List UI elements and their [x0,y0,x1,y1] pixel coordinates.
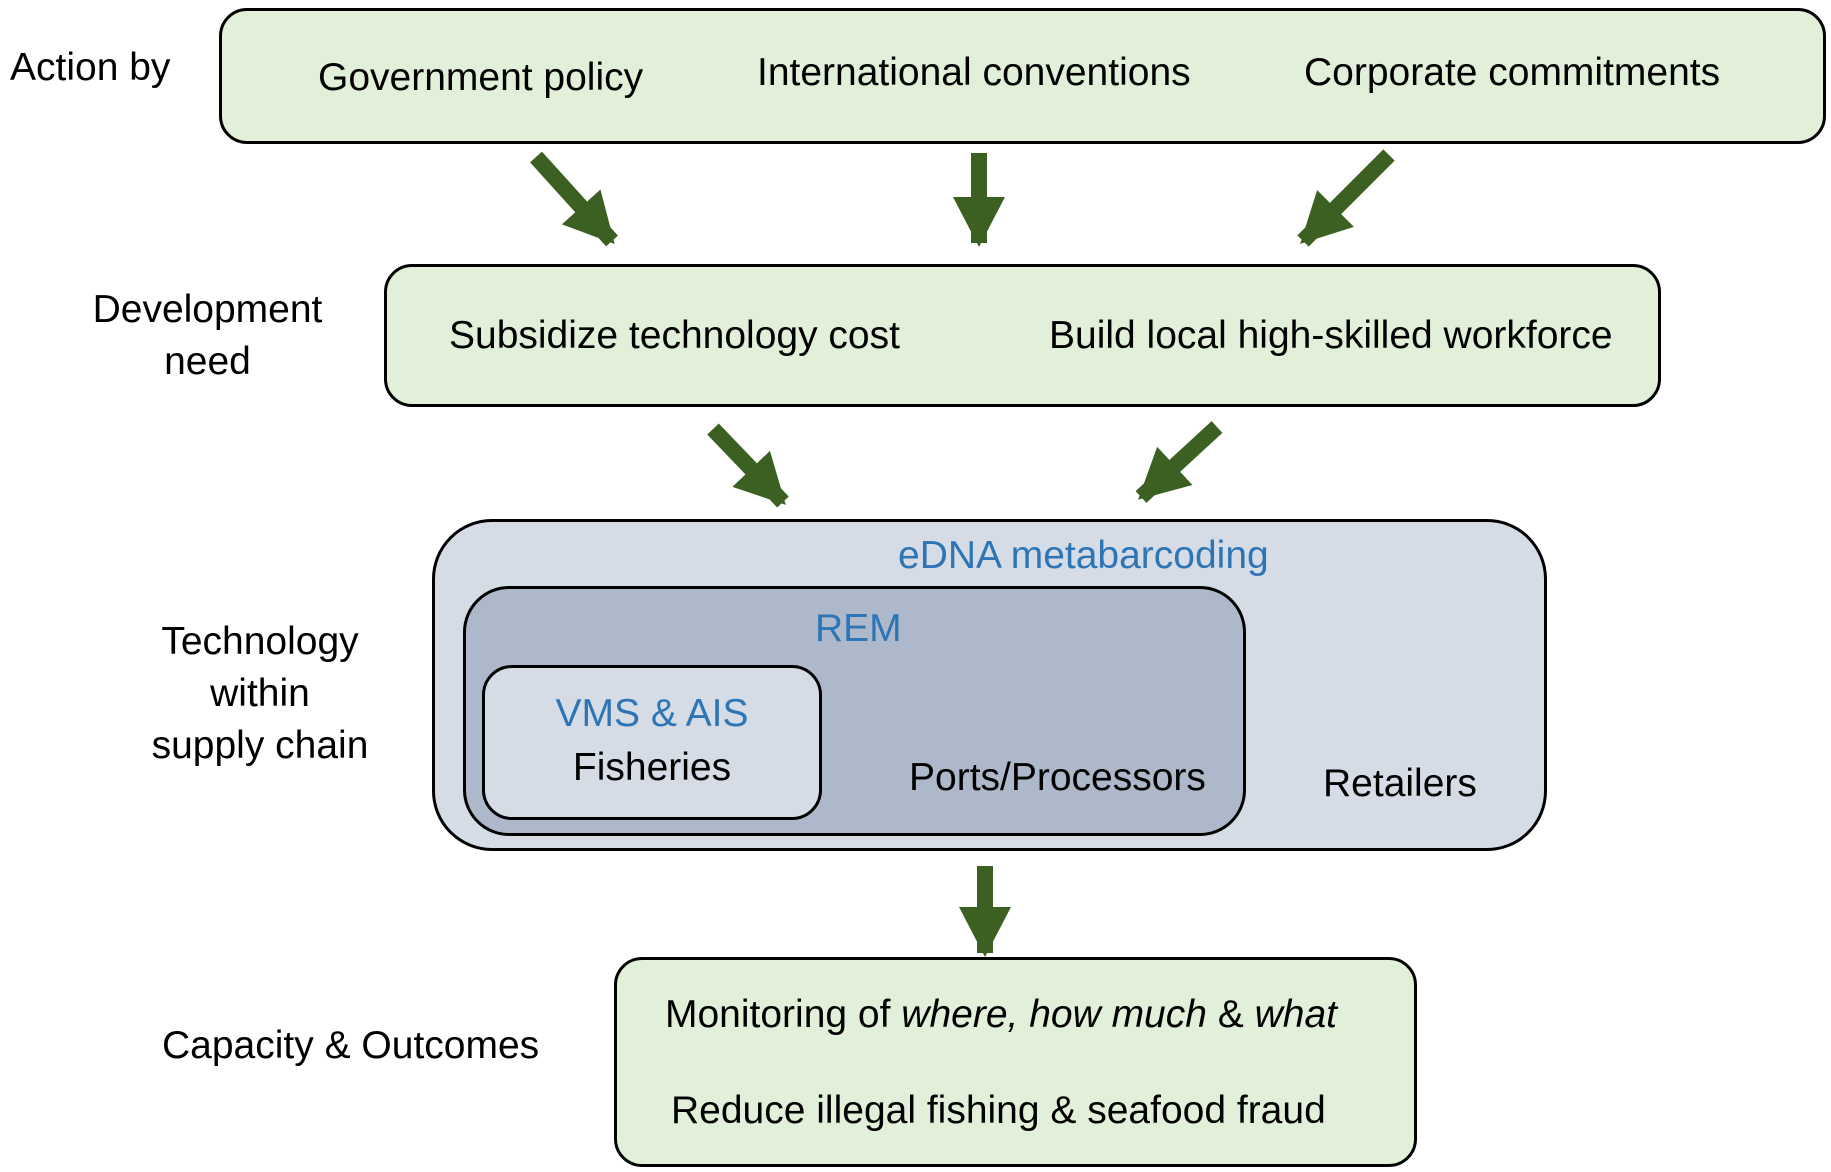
vms-ais-label: VMS & AIS [555,692,749,735]
technology-vms-ais-box: VMS & AIS Fisheries [482,665,822,820]
row-label-line: Development [92,288,323,331]
fisheries-label: Fisheries [572,746,732,789]
action-item-corporate-commitments: Corporate commitments [1304,51,1721,94]
action-box: Government policy International conventi… [219,8,1826,144]
action-item-international-conventions: International conventions [757,51,1191,94]
technology-outer-box: eDNA metabarcoding Retailers REM Ports/P… [432,519,1547,851]
row-label-technology: Technology within supply chain [140,616,380,772]
row-label-line: supply chain [151,724,369,767]
development-box: Subsidize technology cost Build local hi… [384,264,1661,407]
edna-metabarcoding-label: eDNA metabarcoding [898,534,1269,577]
arrow-workforce-to-technology [1135,421,1223,503]
outcome-reduce-illegal-fishing: Reduce illegal fishing & seafood fraud [671,1089,1326,1132]
row-label-line: within [210,672,310,715]
outcome-monitoring: Monitoring of where, how much & what [665,991,1337,1039]
outcome-monitoring-prefix: Monitoring of [665,993,902,1036]
arrow-corporate-to-development [1297,149,1395,247]
arrow-subsidize-to-technology [707,423,789,508]
development-item-build-workforce: Build local high-skilled workforce [1049,314,1613,357]
arrow-government-to-development [530,151,618,247]
rem-label: REM [815,607,902,650]
row-label-capacity-outcomes: Capacity & Outcomes [162,1024,540,1067]
outcome-monitoring-what: what [1254,993,1338,1036]
row-label-line: Technology [161,620,359,663]
retailers-label: Retailers [1323,762,1477,805]
outcomes-box: Monitoring of where, how much & what Red… [614,957,1417,1167]
technology-rem-box: REM Ports/Processors VMS & AIS Fisheries [463,586,1246,836]
ports-processors-label: Ports/Processors [909,756,1206,799]
development-item-subsidize-cost: Subsidize technology cost [449,314,900,357]
outcome-monitoring-where-how-much: where, how much [901,993,1207,1036]
row-label-development-need: Development need [85,284,330,388]
action-item-government-policy: Government policy [318,56,644,99]
row-label-action-by: Action by [10,46,171,89]
row-label-line: need [164,340,251,383]
outcome-monitoring-ampersand: & [1206,993,1255,1036]
